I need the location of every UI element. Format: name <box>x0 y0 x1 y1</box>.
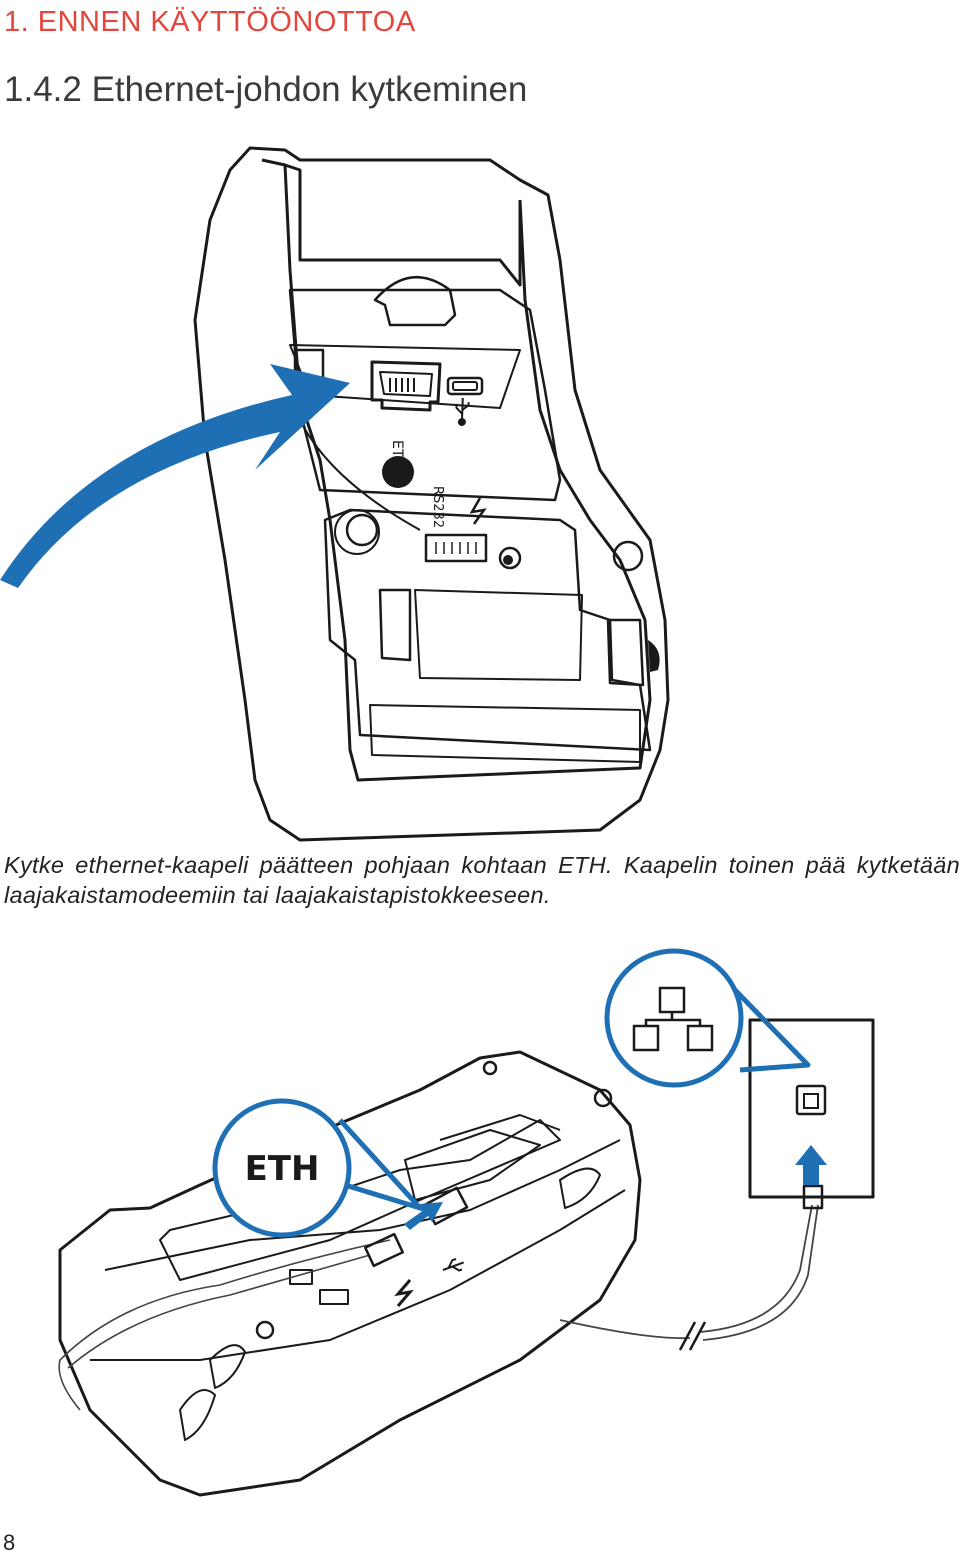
usb-port <box>446 376 484 396</box>
usb-icon <box>455 397 470 426</box>
cable-connection-illustration: ETH <box>58 948 875 1497</box>
terminal-outline <box>58 1050 642 1497</box>
eth-port-label: ETH <box>389 440 405 468</box>
page-number: 8 <box>3 1530 16 1555</box>
usb-icon <box>442 1257 465 1272</box>
chapter-title: 1. ENNEN KÄYTTÖÖNOTTOA <box>4 6 416 38</box>
network-icon <box>632 986 714 1052</box>
arrow-icon <box>0 364 350 588</box>
arrow-icon <box>404 1202 443 1230</box>
instruction-text: Kytke ethernet-kaapeli päätteen pohjaan … <box>4 852 960 908</box>
section-title: 1.4.2 Ethernet-johdon kytkeminen <box>4 70 528 109</box>
power-icon <box>394 1279 414 1307</box>
power-jack <box>498 546 522 570</box>
rs232-port <box>424 533 488 563</box>
round-button <box>382 456 414 488</box>
eth-callout <box>212 1098 352 1238</box>
wall-socket-plate <box>748 1018 875 1199</box>
ethernet-port <box>370 360 442 412</box>
terminal-bottom-illustration: ETH RS232 <box>0 146 670 842</box>
arrow-icon <box>795 1145 827 1185</box>
network-callout <box>604 948 744 1088</box>
rs232-port-label: RS232 <box>430 486 445 528</box>
power-icon <box>469 497 487 525</box>
ethernet-socket-icon <box>795 1084 827 1116</box>
eth-callout-label: ETH <box>245 1149 320 1189</box>
